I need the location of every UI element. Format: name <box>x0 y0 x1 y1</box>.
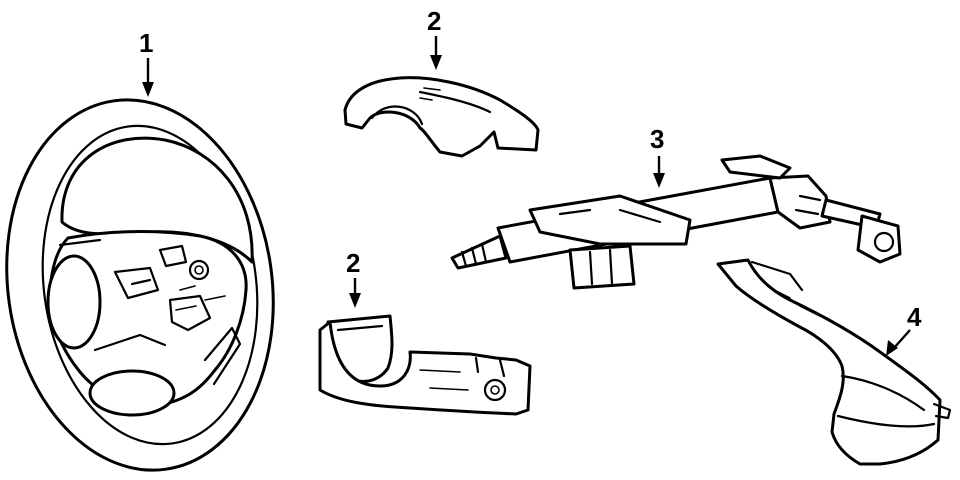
callout-2a-label: 2 <box>427 6 441 36</box>
callout-2a-leader <box>430 36 442 70</box>
callout-2b-label: 2 <box>346 248 360 278</box>
steering-wheel <box>5 98 275 472</box>
column-boot <box>716 258 952 466</box>
callout-3-label: 3 <box>650 124 664 154</box>
callout-4-leader <box>886 329 911 356</box>
steering-column <box>450 154 902 290</box>
callout-2b-leader <box>349 278 361 308</box>
upper-column-shroud <box>343 76 540 158</box>
callout-1-leader <box>142 58 154 97</box>
callout-4-label: 4 <box>907 302 922 332</box>
callout-1-label: 1 <box>139 28 153 58</box>
callout-3-leader <box>653 156 665 188</box>
lower-column-shroud <box>318 314 532 416</box>
